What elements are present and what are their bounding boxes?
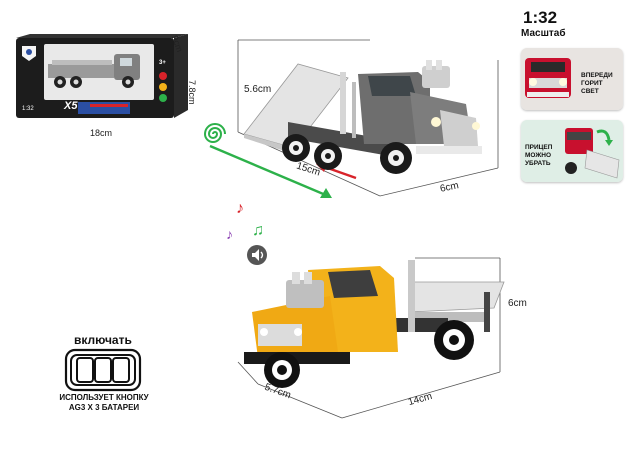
- yellow-flatbed-truck: [238, 248, 506, 398]
- grey-truck-height-dim: 5.6cm: [244, 84, 272, 95]
- box-illustration: [16, 34, 188, 118]
- yellow-truck-height-dim: 6cm: [508, 298, 527, 309]
- rotate-arrow-icon: [593, 126, 615, 148]
- red-truck-front-image: [521, 48, 623, 110]
- product-box: 3+ X5 1:32: [16, 34, 192, 118]
- music-note-icon: ♪: [226, 226, 233, 242]
- age-badge: 3+: [159, 60, 166, 66]
- trailer-image: [521, 120, 623, 182]
- battery-caption-line1: ИСПОЛЬЗУЕТ КНОПКУ: [59, 393, 149, 402]
- box-logo: X5: [64, 100, 78, 112]
- battery-switch-icon: [64, 348, 144, 392]
- box-width-dim: 18cm: [90, 128, 113, 138]
- scale-label: Масштаб: [521, 28, 566, 39]
- pullback-spiral-icon: [200, 120, 230, 148]
- feature-lights-label: ВПЕРЕДИ ГОРИТ СВЕТ: [581, 72, 613, 95]
- sound-speaker-icon: [246, 244, 268, 266]
- battery-caption-line2: AG3 X 3 БАТАРЕИ: [68, 403, 140, 412]
- battery-caption: ИСПОЛЬЗУЕТ КНОПКУ AG3 X 3 БАТАРЕИ: [48, 393, 160, 413]
- feature-trailer-label: ПРИЦЕП МОЖНО УБРАТЬ: [525, 144, 553, 167]
- feature-lights-panel: ВПЕРЕДИ ГОРИТ СВЕТ: [521, 48, 623, 110]
- music-note-icon: ♪: [236, 200, 244, 217]
- box-scale: 1:32: [22, 106, 34, 112]
- music-note-icon: ♫: [252, 222, 264, 239]
- switch-label: включать: [74, 333, 132, 347]
- grey-tow-truck: [240, 52, 498, 182]
- feature-trailer-panel: ПРИЦЕП МОЖНО УБРАТЬ: [521, 120, 623, 182]
- scale-value: 1:32: [523, 8, 558, 27]
